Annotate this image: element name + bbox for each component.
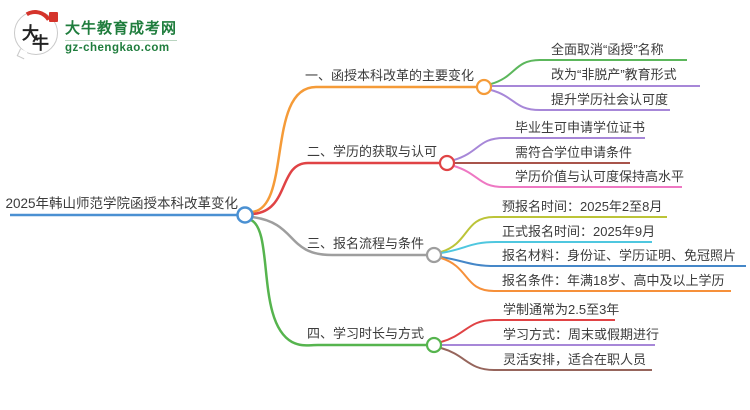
branch4-title: 四、学习时长与方式 [306,326,424,341]
branch3-leaf4: 报名条件：年满18岁、高中及以上学历 [502,273,725,288]
branch1-leaf1: 全面取消“函授”名称 [551,42,664,57]
branch2-leaf1: 毕业生可申请学位证书 [515,120,646,135]
branch3-node-circle [425,246,443,264]
branch1-leaf3-line [490,89,670,111]
branch4-leaf3: 灵活安排，适合在职人员 [503,352,647,367]
branch1-leaf1-line [490,59,687,85]
site-name: 大牛教育成考网 [65,17,178,41]
branch3-leaf3: 报名材料：身份证、学历证明、免冠照片 [502,248,737,263]
branch4-leaf1: 学制通常为2.5至3年 [503,302,620,317]
branch4-leaf2: 学习方式：周末或假期进行 [503,327,660,342]
branch4-node-circle [425,336,443,354]
branch3-leaf3-line [440,256,746,267]
branch1-title: 一、函授本科改革的主要变化 [304,68,474,83]
branch4-leaf3-line [440,347,652,371]
branch2-title: 二、学历的获取与认可 [306,144,437,159]
branch2-node-circle [438,154,456,172]
daniu-logo-icon: 大 牛 [13,6,58,60]
branch3-leaf2: 正式报名时间：2025年9月 [502,224,656,239]
logo-char: 大 [22,24,39,43]
branch2-line [251,161,440,216]
site-url: gz-chengkao.com [65,42,170,54]
branch3-line [251,215,427,257]
branch3-leaf2-line [440,241,652,254]
branch1-line [251,85,477,214]
logo-text: 大牛教育成考网 gz-chengkao.com [65,11,178,54]
branch4-leaf1-line [440,319,615,343]
branch2-leaf3: 学历价值与认可度保持高水平 [515,169,685,184]
logo-char: 牛 [32,34,49,53]
branch2-leaf3-line [453,165,682,188]
branch3-leaf1: 预报名时间：2025年2至8月 [502,199,663,214]
branch1-leaf2: 改为“非脱产”教育形式 [551,67,677,82]
branch1-leaf3: 提升学历社会认可度 [551,92,669,107]
root-topic: 2025年韩山师范学院函授本科改革变化 [5,196,238,211]
logo-red-seal [49,12,58,22]
branch1-node-circle [475,78,493,96]
branch3-leaf1-line [440,216,667,253]
root-node-circle [236,206,254,224]
branch3-leaf4-line [440,257,731,292]
branch2-leaf2: 需符合学位申请条件 [515,145,633,160]
branch4-line [250,218,427,347]
site-logo: 大 牛 大牛教育成考网 gz-chengkao.com [13,6,178,60]
branch2-leaf1-line [453,137,645,161]
branch3-title: 三、报名流程与条件 [306,236,424,251]
